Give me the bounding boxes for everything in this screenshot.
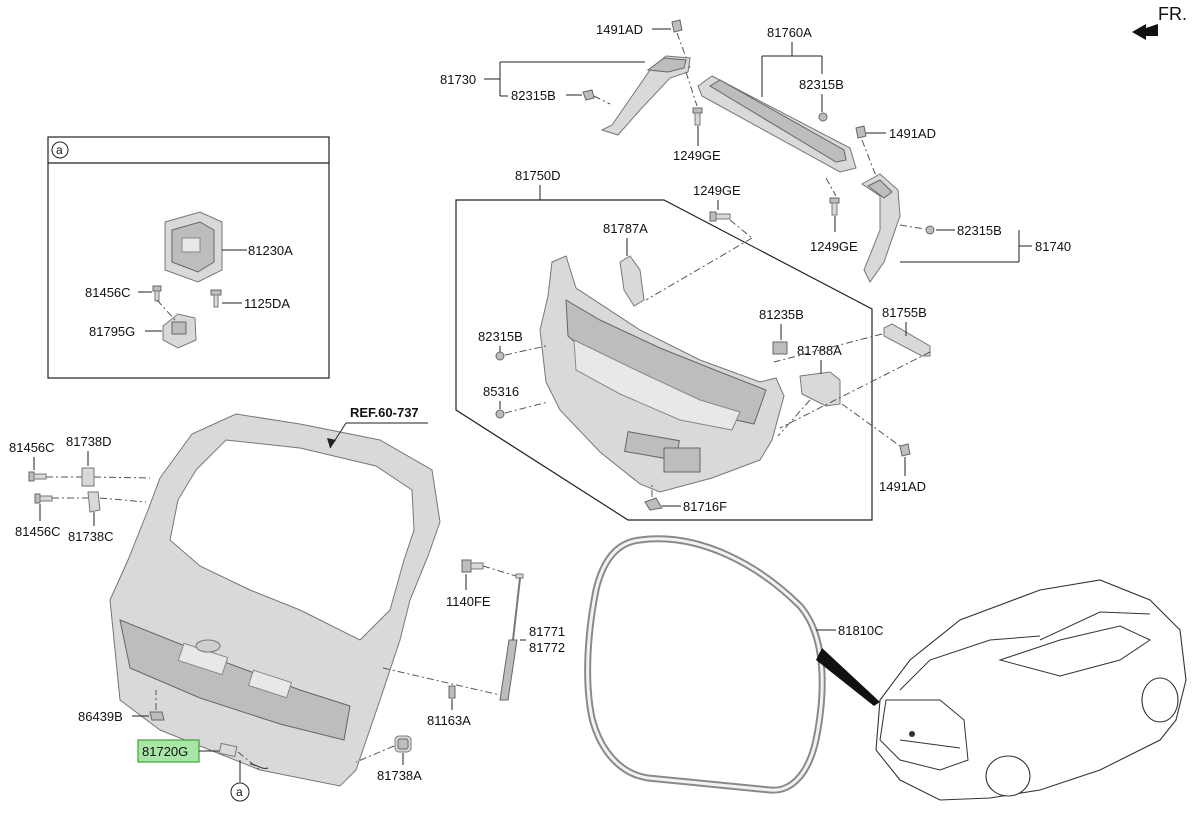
clip-85316-part (495, 409, 505, 419)
label-81456C-a: 81456C (9, 440, 55, 455)
label-81795G: 81795G (89, 324, 135, 339)
bracket-81738C-part (87, 491, 101, 513)
bolt-81456C-a-part (28, 471, 47, 482)
label-81738A: 81738A (377, 768, 422, 783)
front-direction-indicator: FR. (1132, 4, 1187, 40)
screw-1249GE-b-part (709, 211, 731, 222)
clip-82315B-d-part (495, 351, 505, 361)
label-1125DA: 1125DA (244, 296, 290, 311)
tailgate-panel-part (109, 413, 441, 787)
vehicle-pointer-icon (816, 648, 880, 706)
label-1249GE-c: 1249GE (810, 239, 858, 254)
inner-trim-panel-part (539, 255, 785, 493)
clip-82315B-a-part (582, 89, 595, 101)
clip-1491AD-mid-part (855, 125, 867, 139)
label-81456C-box: 81456C (85, 285, 131, 300)
bolt-81456C-b-part (34, 493, 53, 504)
clip-1491AD-top-part (671, 19, 683, 33)
pin-81163A-part (448, 685, 456, 699)
spoiler-81760A-part (697, 75, 857, 173)
front-arrow-icon (1132, 24, 1158, 40)
label-81720G[interactable]: 81720G (142, 744, 188, 759)
label-81738C: 81738C (68, 529, 114, 544)
reference-label: REF.60-737 (350, 405, 419, 420)
label-82315B-b: 82315B (799, 77, 844, 92)
clip-1491AD-low-part (899, 443, 911, 457)
label-81716F: 81716F (683, 499, 727, 514)
label-81760A: 81760A (767, 25, 812, 40)
clip-82315B-b-part (818, 112, 828, 122)
clip-81716F-part (644, 497, 663, 511)
label-1249GE-a: 1249GE (673, 148, 721, 163)
front-direction-label: FR. (1158, 4, 1187, 24)
inner-trim-group-box (455, 199, 873, 521)
screw-1249GE-c-part (829, 197, 840, 216)
label-81750D: 81750D (515, 168, 561, 183)
label-1491AD-mid: 1491AD (889, 126, 936, 141)
bolt-1140FE-part (461, 559, 484, 573)
label-1249GE-b: 1249GE (693, 183, 741, 198)
bolt-1125DA-part (210, 289, 222, 308)
garnish-81730-part (600, 55, 691, 136)
garnish-81740-part (861, 173, 901, 283)
label-81771: 81771 (529, 624, 565, 639)
detail-callout-circle (230, 782, 250, 802)
detail-marker-circle (51, 141, 69, 159)
latch-detail-box: a 81230A 81456C 1125DA 81795G (47, 136, 330, 379)
label-81787A: 81787A (603, 221, 648, 236)
label-82315B-d: 82315B (478, 329, 523, 344)
label-86439B: 86439B (78, 709, 123, 724)
bracket-81738D-part (81, 467, 95, 487)
screw-1249GE-a-part (692, 107, 703, 126)
label-82315B-c: 82315B (957, 223, 1002, 238)
label-81230A: 81230A (248, 243, 293, 258)
bracket-81755B-part (883, 323, 931, 357)
label-85316: 85316 (483, 384, 519, 399)
vehicle-rear-view-icon (875, 579, 1187, 801)
clip-86439B-part (149, 711, 165, 721)
label-81235B: 81235B (759, 307, 804, 322)
detail-marker-label: a (56, 143, 63, 157)
weatherstrip-81810C-part (584, 535, 826, 794)
clip-82315B-c-part (925, 225, 935, 235)
detail-callout-label: a (236, 785, 243, 799)
label-81738D: 81738D (66, 434, 112, 449)
switch-81720G-part (218, 742, 238, 758)
gas-lifter-81771-part (499, 573, 524, 701)
stopper-81738A-part (394, 735, 412, 753)
label-81740: 81740 (1035, 239, 1071, 254)
bracket-81787A-part (619, 255, 645, 307)
label-81730: 81730 (440, 72, 476, 87)
cover-81235B-part (772, 341, 788, 355)
label-81755B: 81755B (882, 305, 927, 320)
label-82315B-a: 82315B (511, 88, 556, 103)
label-81810C: 81810C (838, 623, 884, 638)
bracket-81788A-part (799, 371, 841, 407)
label-1491AD-top: 1491AD (596, 22, 643, 37)
label-1491AD-low: 1491AD (879, 479, 926, 494)
actuator-81795G-part (162, 313, 197, 349)
tailgate-latch-part (164, 211, 223, 283)
bolt-81456C-box-part (152, 285, 162, 302)
label-1140FE: 1140FE (446, 594, 491, 609)
label-81456C-b: 81456C (15, 524, 61, 539)
label-81163A: 81163A (427, 713, 471, 728)
label-81772: 81772 (529, 640, 565, 655)
